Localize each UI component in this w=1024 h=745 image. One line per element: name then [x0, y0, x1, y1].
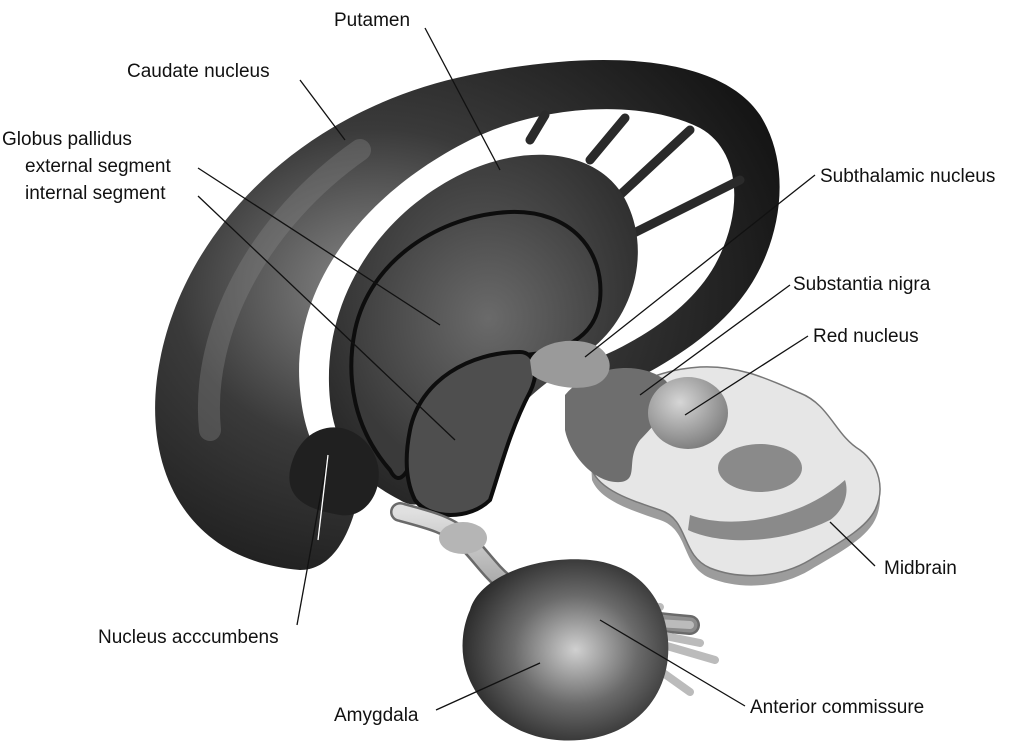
amygdala-shape: [462, 559, 669, 741]
label-globus-pallidus: Globus pallidus: [2, 129, 132, 150]
label-red-nucleus: Red nucleus: [813, 326, 919, 347]
substantia-nigra-shape: [565, 368, 671, 483]
label-putamen: Putamen: [334, 10, 410, 31]
nucleus-accumbens-shape: [289, 427, 379, 516]
label-substantia-nigra: Substantia nigra: [793, 274, 931, 295]
globus-pallidus-internal-shape: [404, 349, 538, 517]
label-anterior-commissure: Anterior commissure: [750, 697, 924, 718]
label-external-segment: external segment: [25, 156, 171, 177]
putamen-strands: [525, 110, 745, 240]
label-caudate-nucleus: Caudate nucleus: [127, 61, 270, 82]
leader-lines: [197, 27, 876, 711]
label-nucleus-accumbens: Nucleus acccumbens: [98, 627, 279, 648]
label-midbrain: Midbrain: [884, 558, 957, 579]
label-amygdala: Amygdala: [334, 705, 419, 726]
label-internal-segment: internal segment: [25, 183, 166, 204]
label-subthalamic-nucleus: Subthalamic nucleus: [820, 166, 995, 187]
